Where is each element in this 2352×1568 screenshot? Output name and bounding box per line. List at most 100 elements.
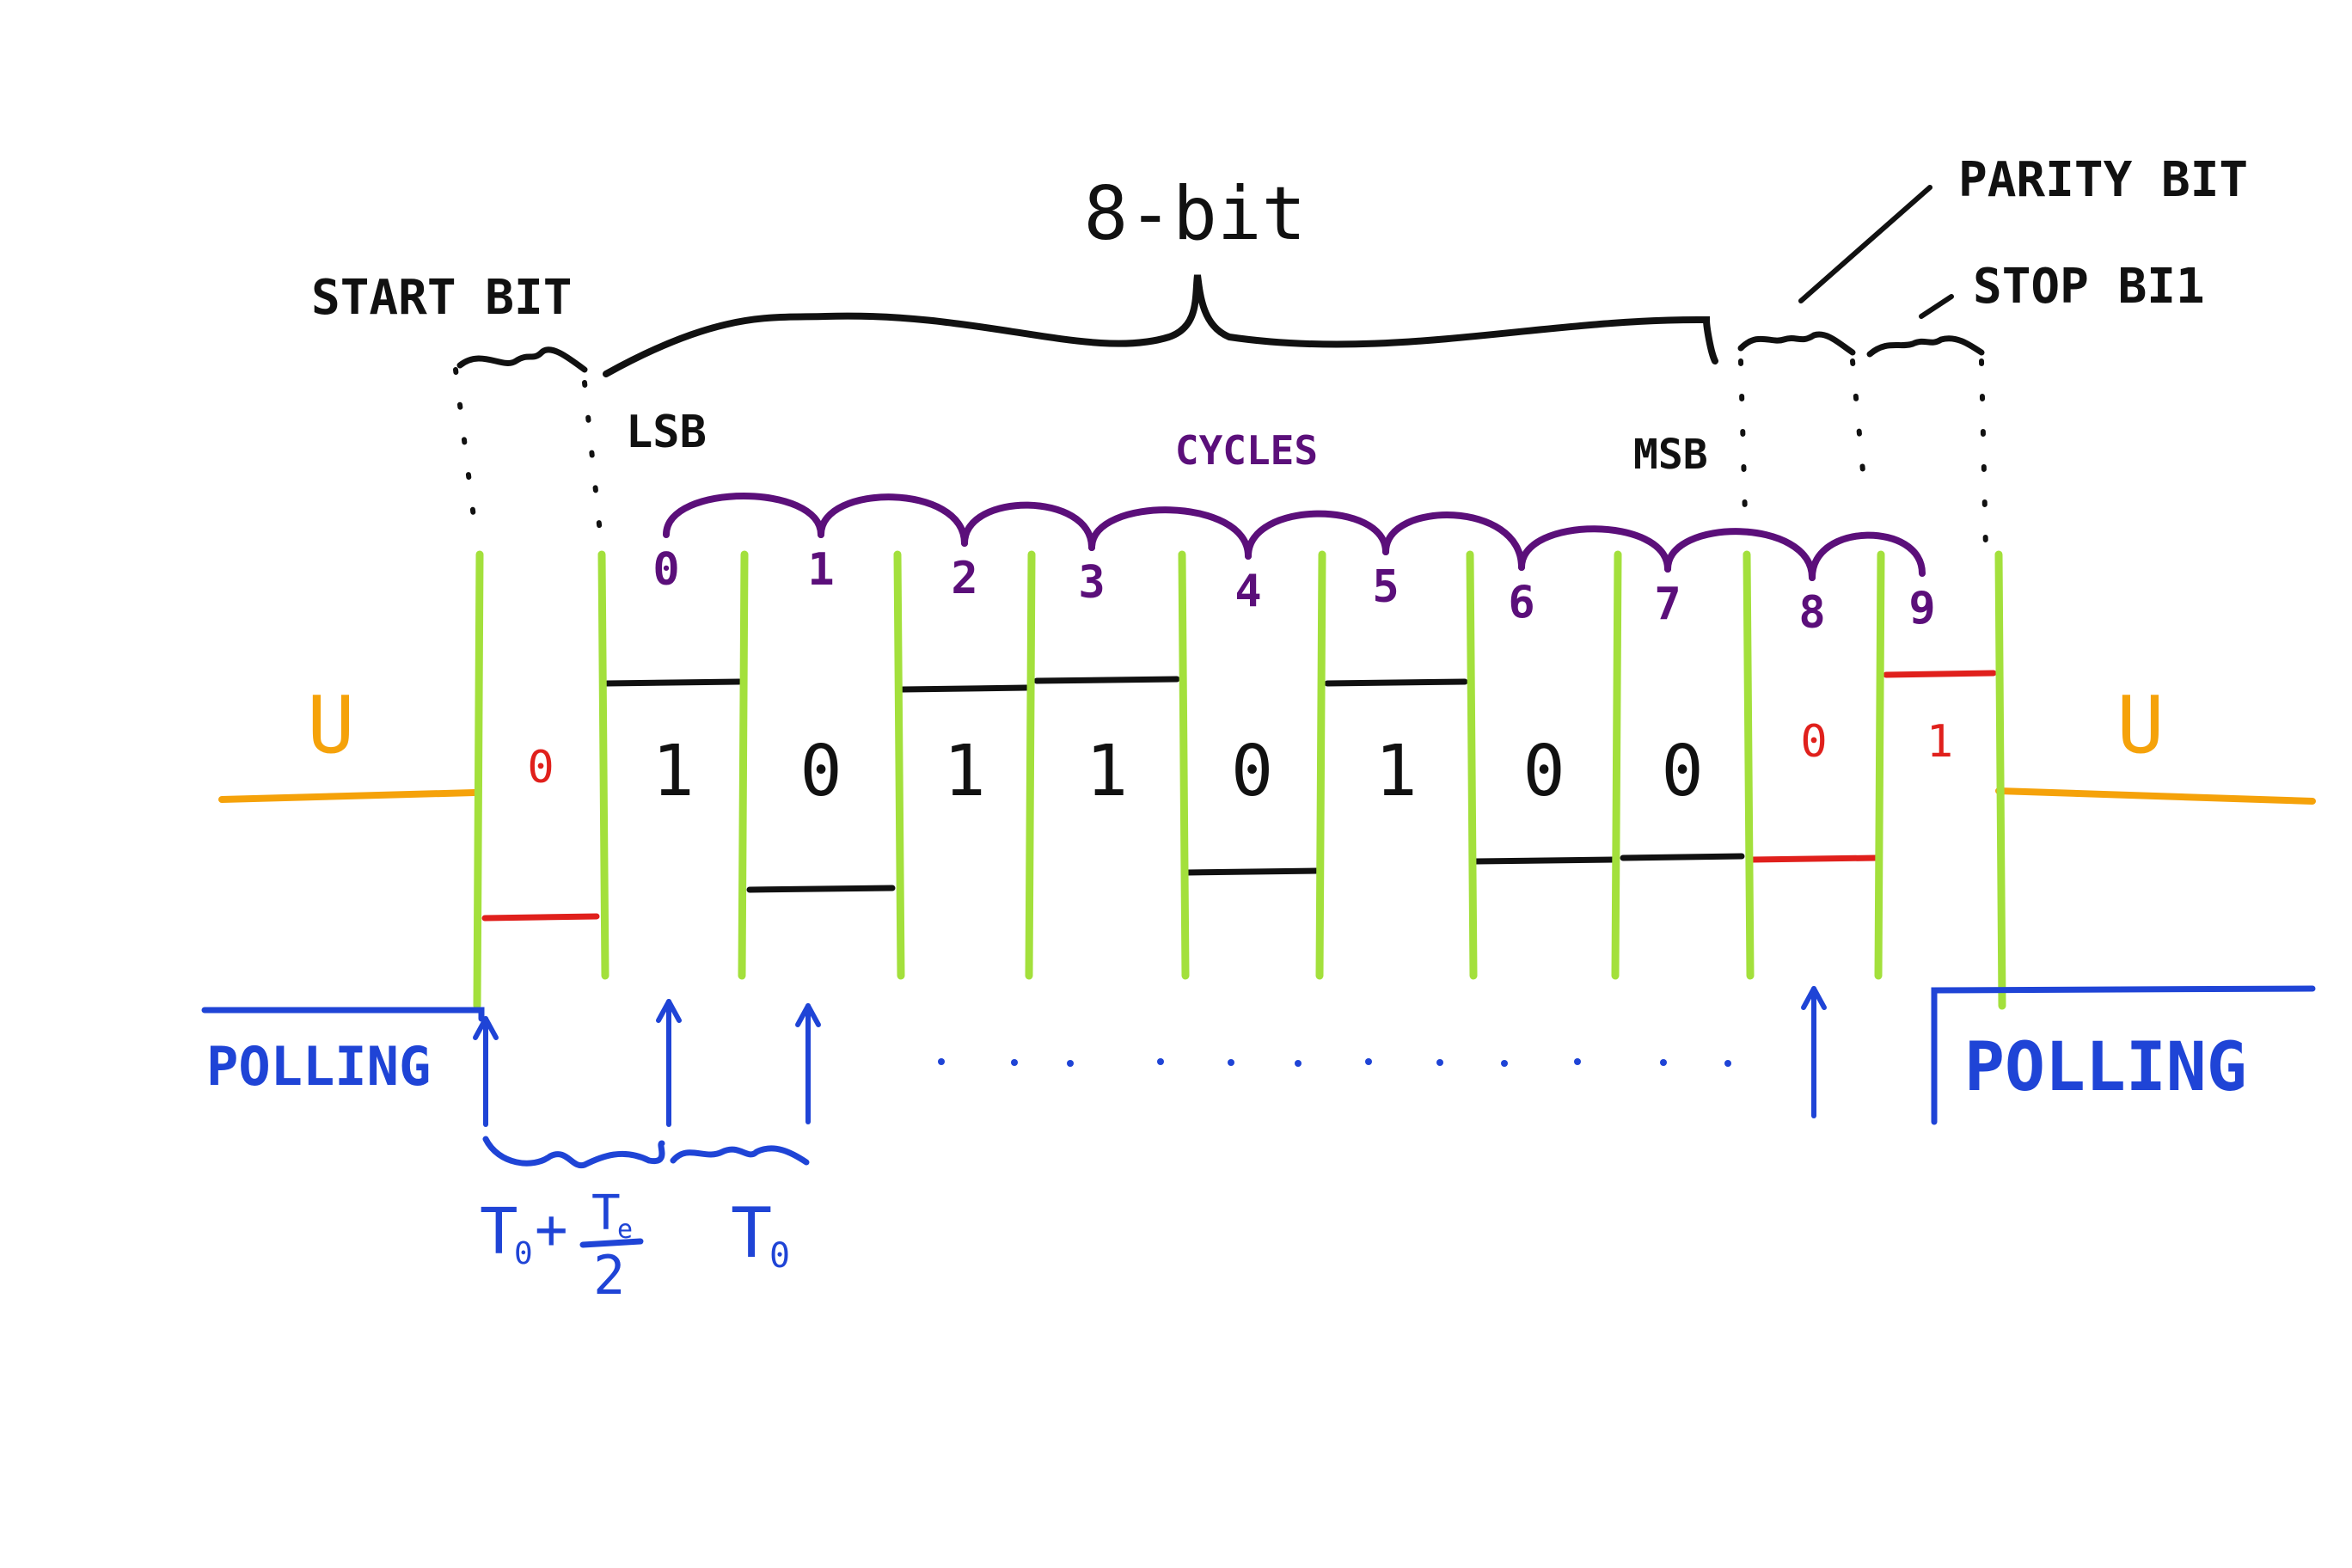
- bit-value-parity: 0: [1800, 716, 1827, 768]
- bit-level-data: [1033, 676, 1180, 684]
- fraction-bar: [579, 1238, 644, 1248]
- bit-value-data: 1: [652, 731, 694, 812]
- sample-arrow: [1801, 986, 1827, 1118]
- idle-label-left: U: [307, 679, 354, 771]
- cycles-label: CYCLES: [1175, 427, 1318, 474]
- parity-bit-leader-line: [1798, 185, 1932, 303]
- bit-level-start: [481, 913, 600, 922]
- bit-value-data: 0: [1522, 731, 1565, 812]
- plus-sign: +: [535, 1198, 568, 1262]
- parity-bit-label: PARITY BIT: [1958, 152, 2248, 208]
- lsb-label: LSB: [626, 407, 707, 458]
- cell-divider: [738, 550, 749, 980]
- msb-label: MSB: [1633, 431, 1708, 479]
- bit-value-data: 0: [1231, 731, 1273, 812]
- idle-label-right: U: [2116, 679, 2164, 771]
- cycle-arc: [818, 493, 968, 547]
- polling-label-left: POLLING: [206, 1035, 431, 1098]
- cycle-arc: [663, 493, 824, 538]
- bit-level-parity: [1749, 854, 1879, 863]
- dotted-guides: [453, 358, 1988, 553]
- cell-divider: [1025, 550, 1036, 980]
- bit-period-brace: [670, 1145, 810, 1166]
- sampling-arrows: [473, 986, 1827, 1127]
- cell-divider: [1611, 550, 1622, 980]
- cycle-number: 2: [951, 553, 977, 604]
- bit-value-data: 0: [799, 731, 842, 812]
- idle-line-right: [1995, 787, 2316, 805]
- bit-level-stop: [1883, 670, 1997, 678]
- sampling-dot: [1501, 1060, 1508, 1067]
- sampling-dot: [1011, 1059, 1018, 1066]
- sample-arrow: [656, 999, 682, 1127]
- bit-value-start: 0: [527, 742, 554, 793]
- stop-bit-label: STOP BI1: [1973, 259, 2205, 315]
- parity-bit-brace: [1737, 331, 1856, 356]
- eight-bit-brace: [603, 274, 1718, 377]
- stop-bit-leader-line: [1919, 294, 1954, 319]
- polling-label-right: POLLING: [1964, 1029, 2247, 1106]
- cycle-number: 5: [1372, 561, 1399, 613]
- cell-divider: [893, 550, 905, 980]
- bit-levels: [481, 670, 1997, 922]
- cycle-number: 7: [1654, 579, 1681, 630]
- bit-value-stop: 1: [1926, 716, 1953, 768]
- sampling-dot: [1228, 1059, 1234, 1066]
- sample-arrow: [795, 1003, 821, 1124]
- cell-divider: [1466, 550, 1478, 980]
- cell-dividers: [473, 550, 2006, 1010]
- bit-level-data: [899, 684, 1030, 693]
- cycle-number: 8: [1798, 587, 1825, 639]
- cell-divider: [1315, 550, 1326, 980]
- bit-value-data: 0: [1661, 731, 1703, 812]
- sampling-dots: [938, 1058, 1731, 1067]
- first-sample-delay-brace: [482, 1136, 665, 1169]
- bit-level-data: [1184, 867, 1320, 876]
- cell-divider: [597, 550, 609, 980]
- sampling-dot: [1295, 1060, 1302, 1067]
- start-bit-label: START BIT: [311, 270, 572, 326]
- cycle-arc: [1088, 506, 1252, 560]
- start-bit-brace: [456, 346, 588, 373]
- cycle-number: 3: [1078, 557, 1105, 609]
- cycle-number: 4: [1234, 566, 1261, 617]
- sampling-dot: [1365, 1058, 1372, 1065]
- cell-divider: [1178, 550, 1190, 980]
- sampling-dot: [938, 1058, 945, 1065]
- first-sample-delay-formula: T 0 + T e 2: [480, 1185, 644, 1307]
- bit-level-data: [1472, 856, 1616, 865]
- sample-arrow: [473, 1016, 499, 1127]
- sampling-dot: [1067, 1060, 1074, 1067]
- cycle-number: 6: [1508, 577, 1534, 628]
- bit-value-data: 1: [943, 731, 985, 812]
- cycle-arc: [961, 501, 1095, 551]
- cell-divider: [1743, 550, 1755, 980]
- fraction-denominator: 2: [593, 1244, 625, 1307]
- sampling-dot: [1436, 1059, 1443, 1066]
- cycle-number: 0: [652, 544, 679, 596]
- bit-level-data: [603, 678, 743, 687]
- eight-bit-label: 8-bit: [1084, 171, 1307, 257]
- polling-line-right: [1931, 985, 2316, 1125]
- sampling-dot: [1574, 1058, 1581, 1065]
- t0-subscript: 0: [514, 1236, 533, 1271]
- bit-value-data: 1: [1375, 731, 1417, 812]
- sampling-dot: [1157, 1058, 1164, 1065]
- t0-symbol: T: [480, 1195, 518, 1269]
- sampling-dot: [1660, 1059, 1667, 1066]
- cycle-arc: [1809, 531, 1926, 581]
- te-subscript: e: [617, 1215, 633, 1245]
- bit-period-formula: T 0: [731, 1193, 790, 1276]
- t0-interval-symbol: T: [731, 1193, 772, 1273]
- bit-level-data: [1620, 853, 1745, 861]
- sampling-dot: [1724, 1060, 1731, 1067]
- bit-level-data: [746, 885, 896, 893]
- idle-line-left: [218, 789, 478, 803]
- cell-divider: [473, 550, 484, 1010]
- stop-bit-brace: [1866, 335, 1985, 358]
- bit-level-data: [1324, 678, 1468, 687]
- cell-divider: [1994, 550, 2006, 1010]
